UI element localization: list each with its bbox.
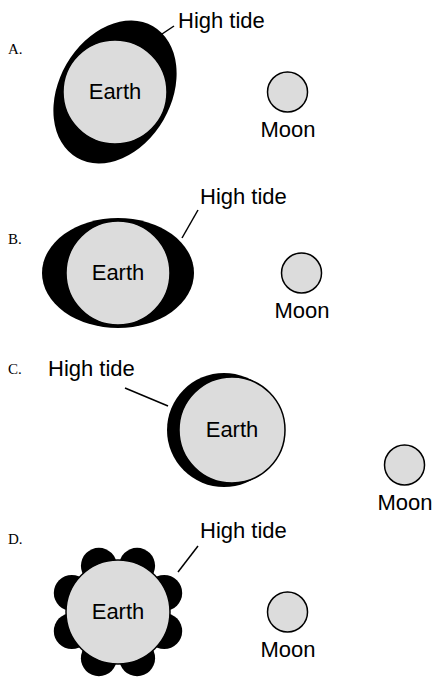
moon-circle: Moon (270, 252, 333, 325)
tidal-bulge (29, 0, 202, 186)
option-letter: A. (8, 42, 23, 57)
moon-label: Moon (274, 298, 329, 324)
planet-label: Earth (92, 599, 145, 625)
moon-circle: Moon (373, 444, 436, 517)
option-letter: C. (8, 362, 22, 377)
leader-line (125, 388, 168, 406)
callout-label: High tide (178, 10, 265, 32)
leader-line (182, 210, 198, 238)
moon-circle: Moon (256, 71, 319, 144)
callout-label: High tide (200, 520, 287, 542)
option-letter: D. (8, 532, 23, 547)
earth-circle: Earth (63, 40, 167, 144)
leader-line (150, 26, 174, 42)
planet-label: Earth (89, 79, 142, 105)
earth-circle: Earth (179, 377, 285, 483)
callout-label: High tide (48, 358, 135, 380)
earth-circle: Earth (66, 560, 170, 664)
option-letter: B. (8, 232, 22, 247)
moon-circle: Moon (256, 591, 319, 664)
moon-label: Moon (377, 490, 432, 516)
moon-label: Moon (260, 637, 315, 663)
moon-outline (256, 591, 319, 633)
leader-line (178, 546, 198, 572)
planet-label: Earth (92, 260, 145, 286)
tidal-bulge (42, 218, 194, 328)
moon-label: Moon (260, 117, 315, 143)
callout-label: High tide (200, 186, 287, 208)
moon-outline (256, 71, 319, 113)
planet-label: Earth (206, 417, 259, 443)
tidal-bulges (54, 548, 182, 676)
moon-outline (270, 252, 333, 294)
moon-outline (373, 444, 436, 486)
earth-circle: Earth (66, 221, 170, 325)
